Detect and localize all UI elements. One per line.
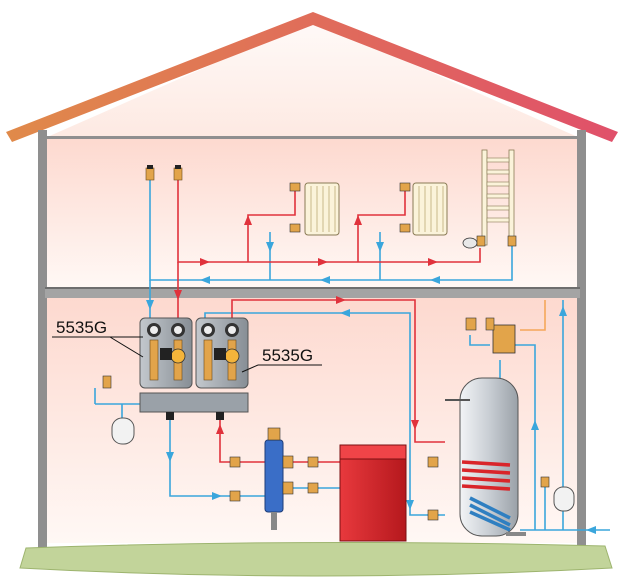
air-vent-right-icon [173,165,183,181]
solar-hot-water-pipe [520,300,546,331]
towel-rail-icon [462,149,517,249]
flow-arrows-blue [146,242,596,534]
ground [19,541,613,577]
radiator-2-icon [399,182,448,236]
radiator-1-icon [289,182,340,236]
storage-tank-icon [445,377,526,537]
hydraulic-separator-icon [264,427,294,530]
manifold [139,392,249,420]
label-5535g-left: 5535G [56,318,107,337]
label-5535g-right: 5535G [262,346,313,365]
pump-module-left [139,317,193,389]
boiler-icon [339,444,407,542]
label-left-group: 5535G [52,318,144,358]
safety-valve-icon [102,375,112,389]
dhw-expansion-vessel-icon [540,476,575,512]
attic [45,20,580,138]
pump-module-right [195,317,249,389]
flow-arrows-red [174,215,438,434]
air-vent-left-icon [145,165,155,181]
mixing-valve-icon [465,317,516,354]
valves [229,456,439,521]
building-walls [38,130,586,548]
expansion-vessel-icon [111,417,135,445]
label-right-group: 5535G [241,346,322,373]
